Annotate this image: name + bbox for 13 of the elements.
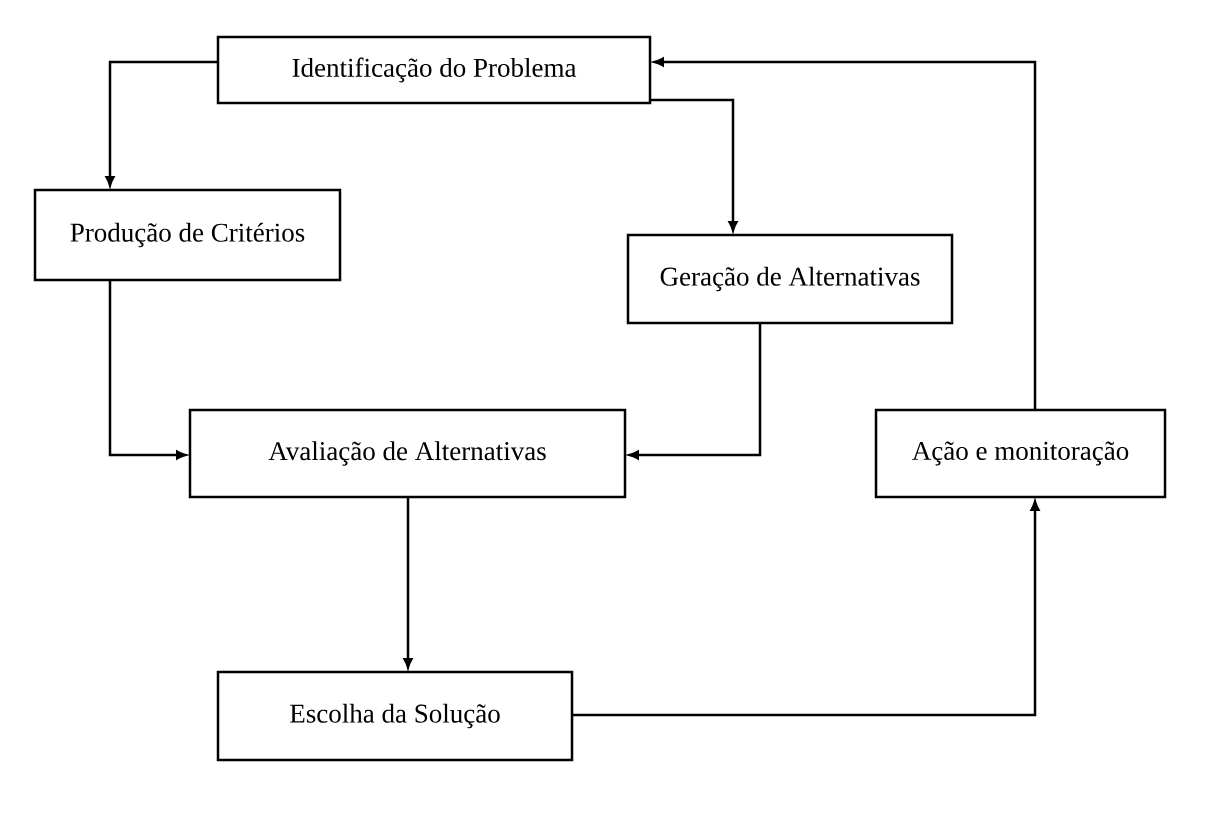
- arrow: [108, 280, 187, 460]
- process-box: Geração de Alternativas: [626, 233, 954, 325]
- arrow: [628, 323, 762, 460]
- process-box: Identificação do Problema: [216, 35, 652, 105]
- arrow: [105, 60, 218, 187]
- arrow: [650, 98, 738, 232]
- process-box: Escolha da Solução: [216, 670, 574, 762]
- process-box: Produção de Critérios: [33, 188, 342, 282]
- process-box: Ação e monitoração: [874, 408, 1167, 499]
- arrow: [653, 57, 1037, 410]
- arrow: [403, 497, 413, 669]
- arrow: [572, 500, 1040, 717]
- process-box: Avaliação de Alternativas: [188, 408, 627, 499]
